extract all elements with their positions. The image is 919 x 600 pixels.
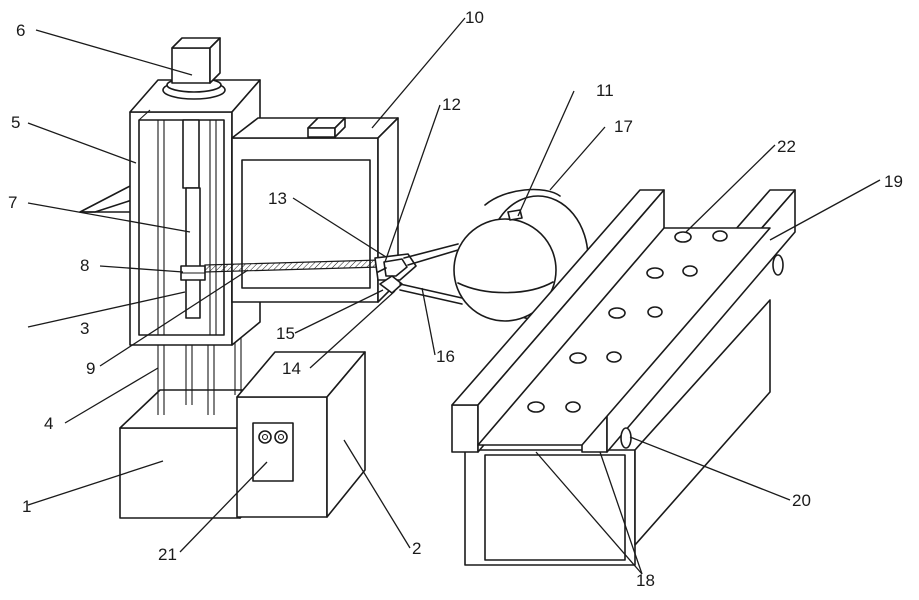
label-2: 2 [412, 539, 421, 558]
label-4: 4 [44, 414, 53, 433]
control-panel [253, 423, 293, 481]
label-16: 16 [436, 347, 455, 366]
label-8: 8 [80, 256, 89, 275]
label-12: 12 [442, 95, 461, 114]
label-7: 7 [8, 193, 17, 212]
label-18: 18 [636, 571, 655, 590]
label-3: 3 [80, 319, 89, 338]
label-15: 15 [276, 324, 295, 343]
label-21: 21 [158, 545, 177, 564]
label-20: 20 [792, 491, 811, 510]
slider-collar [181, 266, 205, 280]
label-5: 5 [11, 113, 20, 132]
label-19: 19 [884, 172, 903, 191]
label-10: 10 [465, 8, 484, 27]
side-shelf [80, 185, 132, 212]
label-9: 9 [86, 359, 95, 378]
label-13: 13 [268, 189, 287, 208]
label-17: 17 [614, 117, 633, 136]
top-motor [163, 38, 225, 99]
label-6: 6 [16, 21, 25, 40]
label-11: 11 [596, 81, 614, 100]
label-1: 1 [22, 497, 31, 516]
arm-housing [232, 118, 398, 302]
claw-arms [400, 244, 462, 304]
label-14: 14 [282, 359, 301, 378]
label-22: 22 [777, 137, 796, 156]
